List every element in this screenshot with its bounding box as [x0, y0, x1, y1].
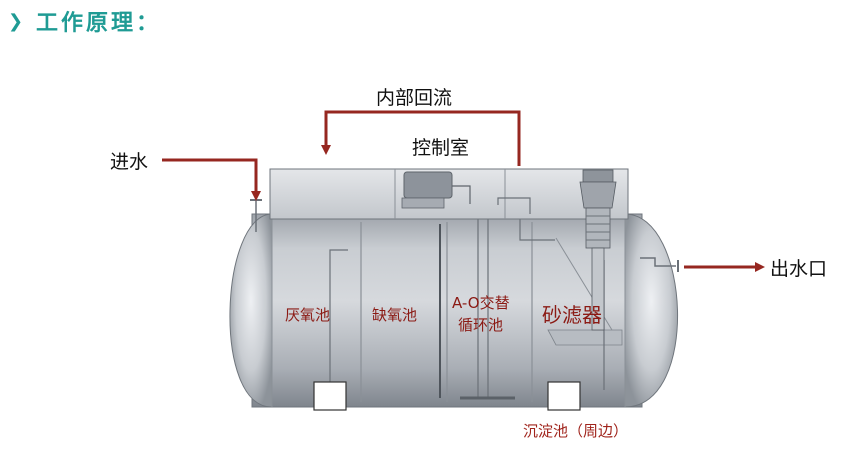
- internal-reflux-arrow: [321, 110, 521, 166]
- outlet-pipe: [640, 257, 676, 267]
- ao-label-line2: 循环池: [458, 316, 503, 334]
- internal-reflux-label: 内部回流: [376, 87, 452, 109]
- tank-right-cap: [624, 213, 679, 408]
- drain-port-right: [547, 381, 581, 411]
- anoxic-label: 缺氧池: [372, 306, 417, 324]
- ao-label-line1: A-O交替: [452, 294, 510, 312]
- section-title: 工作原理：: [36, 11, 162, 36]
- tank-left-cap: [229, 213, 273, 408]
- outlet-label: 出水口: [770, 258, 827, 280]
- inlet-label: 进水: [110, 151, 148, 173]
- chevron-right-icon: ❯: [8, 10, 24, 32]
- drain-port-left: [313, 381, 347, 411]
- inlet-flow-arrow: [162, 158, 261, 201]
- section-heading: ❯ 工作原理：: [8, 6, 162, 37]
- control-room-box: [269, 168, 629, 220]
- sand-filter-label: 砂滤器: [542, 303, 602, 327]
- sedimentation-label: 沉淀池（周边）: [523, 422, 628, 440]
- anaerobic-label: 厌氧池: [285, 306, 330, 324]
- sand-filter-tower: [579, 169, 617, 331]
- blower: [403, 171, 453, 199]
- filter-media: [547, 329, 623, 346]
- control-room-label: 控制室: [412, 137, 469, 159]
